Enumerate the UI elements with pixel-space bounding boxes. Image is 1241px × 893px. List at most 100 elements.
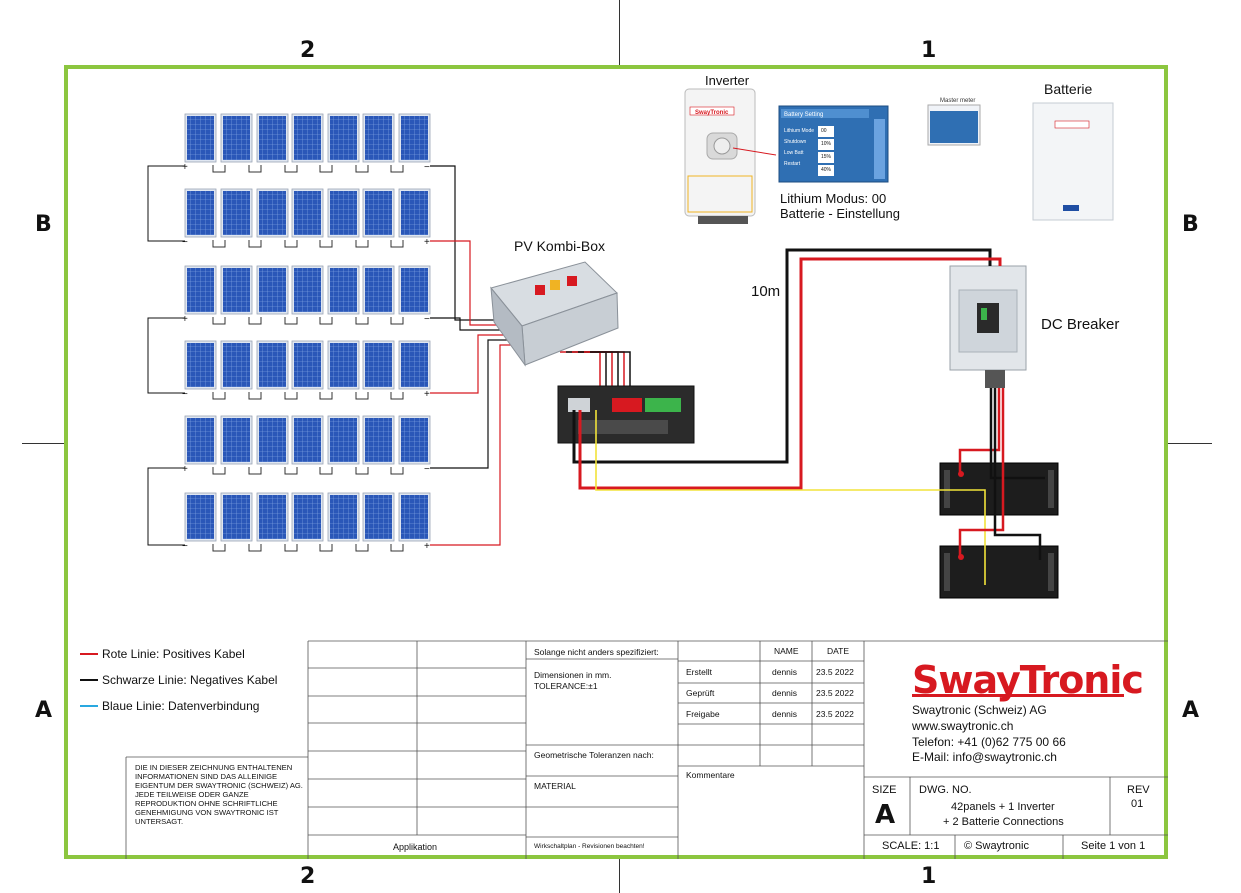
string-homerun [430, 334, 508, 394]
zone-label-left-b: B [35, 212, 52, 237]
panel-jumper [355, 317, 369, 325]
kommentare-label: Kommentare [686, 770, 735, 780]
rev-label: REV [1127, 784, 1150, 796]
panel-jumper [248, 240, 262, 248]
screen-row: Restart [784, 161, 801, 167]
cable-negative-bat1 [989, 388, 1045, 480]
panel-jumper [355, 544, 369, 552]
zone-label-bottom-1: 1 [921, 864, 937, 889]
drawing-frame [64, 65, 1168, 859]
panel-jumper [248, 317, 262, 325]
spec-label: Solange nicht anders spezifiziert: [534, 647, 659, 657]
panel-jumper [390, 317, 404, 325]
confidentiality-notice: DIE IN DIESER ZEICHNUNG ENTHALTENEN INFO… [135, 763, 303, 826]
dimensions-label: Dimensionen in mm. [534, 670, 612, 680]
screen-row: Low Batt [784, 150, 804, 156]
freigabe-name: dennis [772, 709, 798, 719]
name-header: NAME [774, 646, 799, 656]
terminal-sign: + [424, 541, 430, 552]
panel-jumper [212, 467, 226, 475]
logo-underline [912, 694, 1124, 697]
connections [147, 165, 631, 546]
legend-positive-text: Rote Linie: Positives Kabel [102, 647, 245, 661]
screen-values: 00 10% 15% 40% [818, 126, 835, 176]
company-name: Swaytronic (Schweiz) AG [912, 703, 1047, 717]
terminal-sign: − [182, 389, 188, 400]
screen-rows: Lithium Mode Shutdown Low Batt Restart [784, 126, 814, 170]
panel-jumper [319, 467, 333, 475]
terminal-sign: − [424, 314, 430, 325]
panel-jumper [319, 317, 333, 325]
geprueft-label: Geprüft [686, 688, 715, 698]
legend-swatch-black [80, 679, 98, 681]
dwg-line2: + 2 Batterie Connections [943, 816, 1064, 828]
inverter-screen-pointer [732, 147, 777, 156]
panel-jumper [284, 392, 298, 400]
cable-positive-bat1 [958, 388, 1001, 474]
company-email: E-Mail: info@swaytronic.ch [912, 750, 1057, 764]
legend-data-text: Blaue Linie: Datenverbindung [102, 699, 260, 713]
panel-jumper [284, 544, 298, 552]
panel-jumper [212, 165, 226, 173]
panel-jumper [284, 317, 298, 325]
panel-jumper [390, 165, 404, 173]
revision-note: Wirkschaltplan - Revisionen beachten! [534, 843, 645, 850]
svg-text:Battery Setting: Battery Setting [784, 112, 823, 118]
panel-jumper [355, 165, 369, 173]
panel-jumper [355, 467, 369, 475]
screen-value: 15% [818, 152, 835, 163]
cable-negative-bat2 [993, 388, 1042, 560]
panel-jumper [284, 165, 298, 173]
terminal-sign: + [424, 237, 430, 248]
panel-jumper [319, 544, 333, 552]
tolerance-label: TOLERANCE:±1 [534, 681, 598, 691]
string-loop [147, 317, 185, 394]
panel-jumper [390, 392, 404, 400]
cable-length-label: 10m [751, 283, 781, 300]
panel-jumper [319, 240, 333, 248]
panel-jumper [212, 317, 226, 325]
zone-divider-bottom [619, 859, 620, 893]
inverter-label: Inverter [705, 73, 750, 88]
string-loop [147, 467, 185, 546]
battery-tower [1032, 102, 1114, 221]
panel-jumper [212, 544, 226, 552]
cable-positive-main [578, 257, 1002, 490]
scale-label: SCALE: 1:1 [882, 840, 940, 852]
terminal-sign: − [182, 237, 188, 248]
terminal-sign: − [182, 541, 188, 552]
erstellt-name: dennis [772, 667, 798, 677]
combiner-to-inverter [590, 351, 631, 400]
zone-label-left-a: A [35, 698, 53, 723]
panel-jumper [355, 240, 369, 248]
erstellt-date: 23.5 2022 [816, 667, 854, 677]
panel-jumper [248, 165, 262, 173]
dwg-line1: 42panels + 1 Inverter [951, 801, 1055, 813]
batterie-label: Batterie [1044, 81, 1093, 97]
zone-label-top-1: 1 [921, 38, 937, 63]
geom-tolerance-label: Geometrische Toleranzen nach: [534, 750, 654, 760]
cable-yellow [595, 410, 986, 585]
erstellt-label: Erstellt [686, 667, 712, 677]
dc-breaker-box [949, 265, 1027, 388]
zone-divider-right [1168, 443, 1212, 444]
zone-label-top-2: 2 [300, 38, 316, 63]
terminal-sign: + [182, 162, 188, 173]
cable-positive-bat2 [958, 388, 1005, 557]
zone-divider-top [619, 0, 620, 65]
zone-label-right-a: A [1182, 698, 1200, 723]
date-header: DATE [827, 646, 850, 656]
panel-jumper [284, 240, 298, 248]
panel-jumper [390, 240, 404, 248]
screen-value: 40% [818, 165, 835, 176]
zone-label-bottom-2: 2 [300, 864, 316, 889]
size-label: SIZE [872, 784, 897, 796]
geprueft-date: 23.5 2022 [816, 688, 854, 698]
panel-jumper [319, 392, 333, 400]
screen-value: 10% [818, 139, 835, 150]
panel-jumper [390, 467, 404, 475]
string-homerun [430, 339, 512, 469]
battery-setting-label: Batterie - Einstellung [780, 206, 900, 221]
